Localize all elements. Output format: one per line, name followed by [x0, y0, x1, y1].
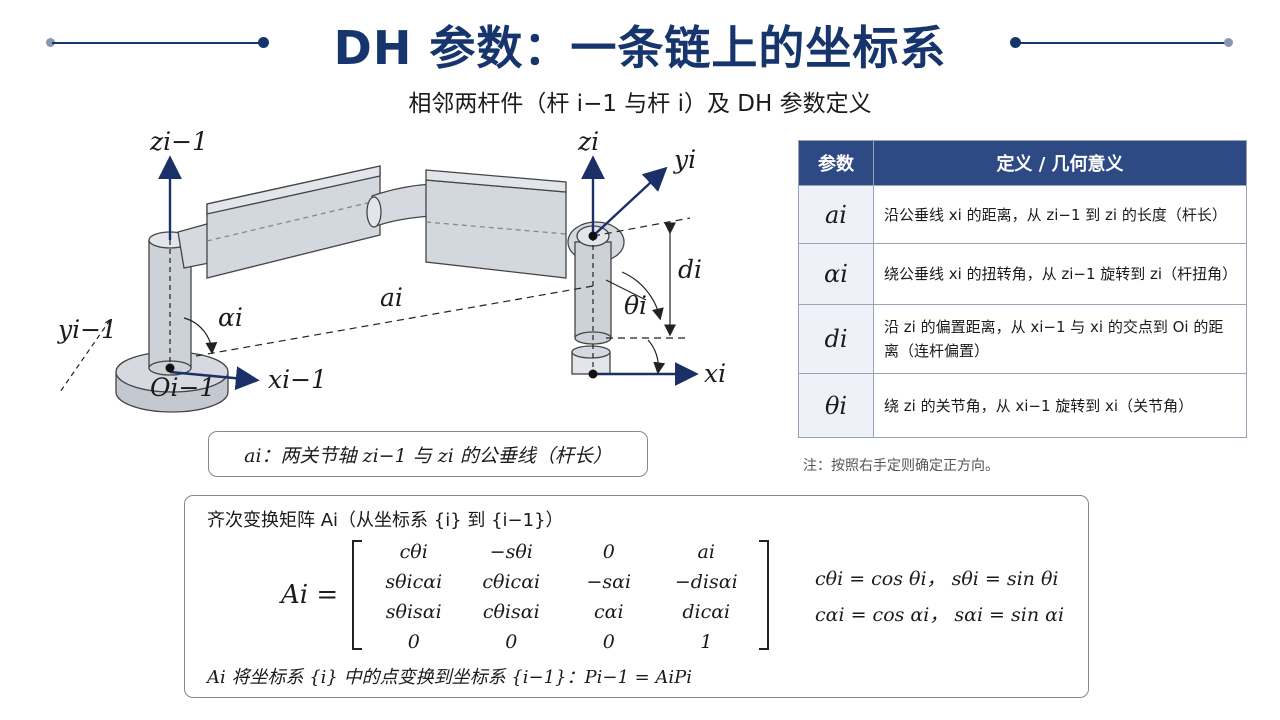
label-y-cur: yi	[673, 145, 696, 174]
matrix-cell: −disαi	[674, 571, 738, 593]
matrix-cell: −sαi	[586, 571, 632, 593]
param-definition-theta: 绕 zi 的关节角，从 xi−1 旋转到 xi（关节角）	[873, 373, 1247, 438]
matrix-cell: 0	[602, 631, 615, 653]
param-symbol-alpha: αi	[798, 243, 874, 305]
label-x-cur: xi	[704, 359, 726, 388]
matrix-title: 齐次变换矩阵 Ai（从坐标系 {i} 到 {i−1}）	[207, 510, 564, 531]
axis-arrows	[158, 155, 699, 391]
transformation-matrix-panel: 齐次变换矩阵 Ai（从坐标系 {i} 到 {i−1}） Ai = cθi −sθ…	[184, 495, 1089, 698]
label-o-prev: Oi−1	[150, 373, 215, 402]
diagram-caption: ai：两关节轴 zi−1 与 zi 的公垂线（杆长）	[208, 431, 648, 477]
origin-prev	[165, 363, 175, 373]
link-tube-middle	[366, 183, 433, 228]
matrix-cell: cθicαi	[482, 571, 541, 593]
matrix-cell: dicαi	[682, 601, 731, 623]
link-box-cur	[425, 169, 567, 279]
table-note: 注：按照右手定则确定正方向。	[803, 458, 999, 474]
label-z-prev: zi−1	[149, 127, 208, 156]
table-row: di 沿 zi 的偏置距离，从 xi−1 与 xi 的交点到 Oi 的距离（连杆…	[798, 304, 1247, 374]
origin-cur-top	[588, 231, 598, 241]
matrix-cell: sθicαi	[385, 571, 443, 593]
matrix-bracket-right	[759, 540, 769, 650]
matrix-cells: cθi −sθi 0 ai sθicαi cθicαi −sαi −disαi …	[365, 538, 755, 656]
table-row: ai 沿公垂线 xi 的距离，从 zi−1 到 zi 的长度（杆长）	[798, 185, 1247, 244]
table-header-param: 参数	[798, 140, 874, 186]
label-d: di	[678, 255, 702, 284]
param-definition-d: 沿 zi 的偏置距离，从 xi−1 与 xi 的交点到 Oi 的距离（连杆偏置）	[873, 304, 1247, 374]
matrix-cell: 1	[700, 631, 713, 653]
page-subtitle: 相邻两杆件（杆 i−1 与杆 i）及 DH 参数定义	[408, 91, 872, 117]
label-z-cur: zi	[577, 127, 599, 156]
reference-lines	[59, 217, 691, 393]
title-decoration-dot-right	[1224, 38, 1233, 47]
matrix-definition-alpha: cαi = cos αi， sαi = sin αi	[815, 604, 1065, 626]
table-row: αi 绕公垂线 xi 的扭转角，从 zi−1 旋转到 zi（杆扭角）	[798, 243, 1247, 305]
origin-cur	[588, 369, 598, 379]
dh-link-diagram: zi−1 zi yi yi−1 xi−1 xi Oi−1 ai αi di θi	[57, 127, 726, 413]
matrix-cell: −sθi	[489, 541, 533, 563]
matrix-definition-theta: cθi = cos θi， sθi = sin θi	[815, 568, 1059, 590]
label-a: ai	[380, 283, 403, 312]
dh-parameter-table: 参数 定义 / 几何意义 ai 沿公垂线 xi 的距离，从 zi−1 到 zi …	[798, 140, 1247, 438]
matrix-lhs: Ai =	[281, 580, 339, 610]
label-y-prev: yi−1	[57, 315, 117, 344]
param-symbol-a: ai	[798, 185, 874, 244]
param-definition-alpha: 绕公垂线 xi 的扭转角，从 zi−1 旋转到 zi（杆扭角）	[873, 243, 1247, 305]
param-symbol-d: di	[798, 304, 874, 374]
table-header-definition: 定义 / 几何意义	[873, 140, 1247, 186]
matrix-cell: ai	[697, 541, 715, 563]
matrix-bracket-left	[352, 540, 362, 650]
title-decoration-dot-left-inner	[258, 37, 269, 48]
diagram-caption-text: ai：两关节轴 zi−1 与 zi 的公垂线（杆长）	[244, 444, 612, 467]
matrix-cell: cθi	[399, 541, 428, 563]
title-decoration-dot-left	[46, 38, 55, 47]
title-decoration-line-left	[52, 42, 264, 44]
page-title: DH 参数：一条链上的坐标系	[333, 21, 947, 75]
matrix-cell: sθisαi	[385, 601, 442, 623]
table-row: θi 绕 zi 的关节角，从 xi−1 旋转到 xi（关节角）	[798, 373, 1247, 438]
link-box-prev	[206, 165, 381, 279]
matrix-cell: 0	[407, 631, 420, 653]
joint-cylinder-cur	[567, 221, 625, 375]
label-x-prev: xi−1	[268, 365, 327, 394]
param-definition-a: 沿公垂线 xi 的距离，从 zi−1 到 zi 的长度（杆长）	[873, 185, 1247, 244]
matrix-cell: 0	[505, 631, 518, 653]
title-decoration-dot-right-inner	[1010, 37, 1021, 48]
matrix-cell: cαi	[593, 601, 624, 623]
label-theta: θi	[624, 291, 647, 320]
param-symbol-theta: θi	[798, 373, 874, 438]
matrix-footer: Ai 将坐标系 {i} 中的点变换到坐标系 {i−1}：Pi−1 = AiPi	[207, 667, 693, 688]
matrix-cell: 0	[602, 541, 615, 563]
matrix-cell: cθisαi	[482, 601, 540, 623]
label-alpha: αi	[218, 303, 243, 332]
title-decoration-line-right	[1016, 42, 1228, 44]
table-header-row: 参数 定义 / 几何意义	[798, 140, 1247, 186]
